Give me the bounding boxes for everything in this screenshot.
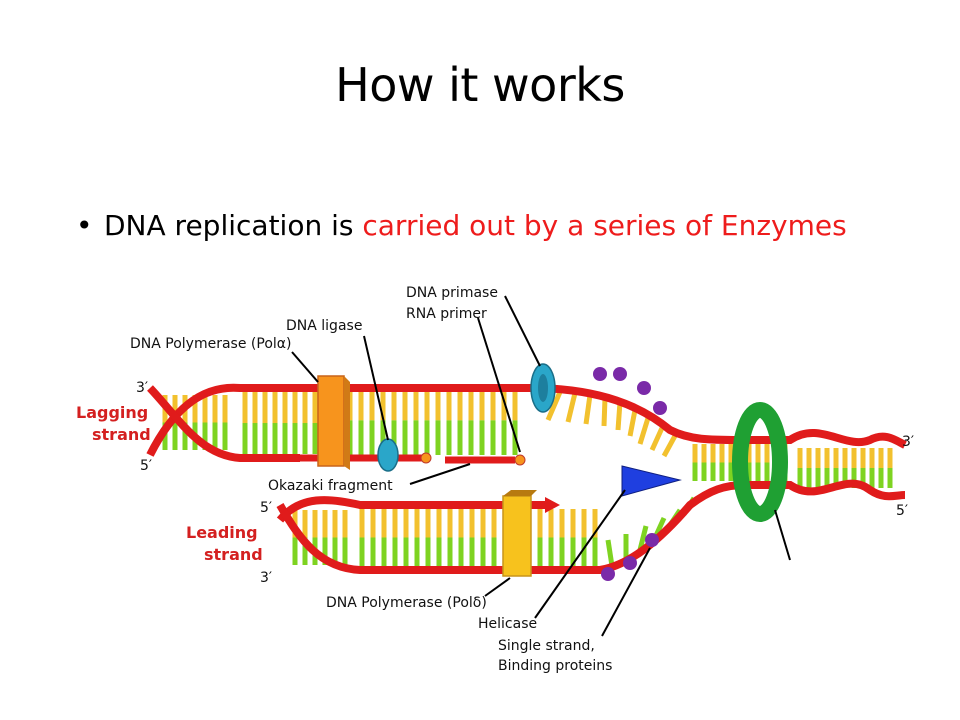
callout-ligase (363, 335, 389, 441)
single-strand-base (627, 409, 638, 437)
label-right-5prime: 5′ (896, 503, 908, 519)
single-strand-base (565, 392, 578, 423)
single-strand-base (583, 394, 593, 425)
dna-ligase-icon (377, 438, 399, 472)
single-strand-base (601, 397, 608, 427)
label-lag-5prime: 5′ (140, 458, 152, 474)
single-strand-base (661, 432, 679, 458)
polymerase-delta-shade (503, 490, 537, 496)
label-right-3prime: 3′ (902, 434, 914, 450)
bullet-text-highlight: carried out by a series of Enzymes (362, 209, 847, 242)
clamp-ring-icon (732, 402, 788, 522)
label-dna-ligase: DNA ligase (286, 318, 362, 334)
backbones (146, 383, 907, 574)
label-leading-line2: strand (204, 545, 263, 564)
label-lag-3prime: 3′ (136, 380, 148, 396)
ssb-protein-bottom-3 (645, 533, 659, 547)
callout-helicase (534, 489, 626, 619)
callout-primase (504, 295, 541, 367)
label-leading-line1: Leading (186, 523, 258, 542)
bullet-dot: • (76, 209, 93, 242)
label-helicase: Helicase (478, 616, 537, 632)
label-rna-primer: RNA primer (406, 306, 487, 322)
label-okazaki: Okazaki fragment (268, 478, 393, 494)
label-pol-alpha: DNA Polymerase (Polα) (130, 336, 291, 352)
rna-primer-1 (420, 452, 432, 464)
label-dna-primase: DNA primase (406, 285, 498, 301)
label-lagging-line2: strand (92, 425, 151, 444)
label-lead-3prime: 3′ (260, 570, 272, 586)
polymerase-alpha-shade (344, 376, 350, 470)
single-strand-base (545, 391, 563, 421)
lagging-template-to-fork (539, 384, 741, 444)
bullet-text-plain: DNA replication is (104, 209, 363, 242)
ssb-protein-top-4 (653, 401, 667, 415)
callout-clamp (774, 509, 791, 561)
callout-ssb (601, 547, 651, 637)
label-pol-delta: DNA Polymerase (Polδ) (326, 595, 487, 611)
lagging-helix-strand-b (147, 385, 300, 462)
polymerase-delta-icon (502, 495, 532, 577)
callout-lines (291, 295, 791, 637)
callout-pol-alpha (291, 351, 319, 383)
leading-direction-arrow (545, 497, 560, 513)
fork-single-strand-bases (545, 391, 697, 567)
label-lead-5prime: 5′ (260, 500, 272, 516)
parent-strand-bottom (745, 479, 906, 501)
polymerase-alpha-icon (317, 375, 345, 467)
callout-pol-delta (484, 577, 511, 597)
ssb-protein-top-2 (613, 367, 627, 381)
single-strand-base (637, 525, 649, 551)
rna-primer-2 (514, 454, 526, 466)
single-strand-base (605, 539, 615, 567)
ssb-protein-bottom-1 (601, 567, 615, 581)
single-strand-base (649, 426, 665, 452)
label-lagging-line1: Lagging (76, 403, 148, 422)
lagging-helix-strand-a (146, 383, 540, 457)
bullet-item: • DNA replication is carried out by a ser… (76, 209, 847, 242)
dna-primase-hole (538, 374, 548, 402)
ssb-proteins (593, 367, 667, 581)
parent-strand-top (740, 428, 907, 449)
slide-title: How it works (335, 58, 625, 112)
callout-okazaki (409, 463, 471, 485)
single-strand-base (637, 417, 651, 445)
label-ssb-line2: Binding proteins (498, 658, 612, 674)
leading-strand-bases (292, 509, 598, 566)
callout-rna-primer (477, 317, 521, 453)
ssb-protein-top-3 (637, 381, 651, 395)
helicase-icon (621, 465, 682, 497)
label-ssb-line1: Single strand, (498, 638, 595, 654)
ssb-protein-bottom-2 (623, 556, 637, 570)
single-strand-base (615, 401, 623, 431)
ssb-protein-top-1 (593, 367, 607, 381)
